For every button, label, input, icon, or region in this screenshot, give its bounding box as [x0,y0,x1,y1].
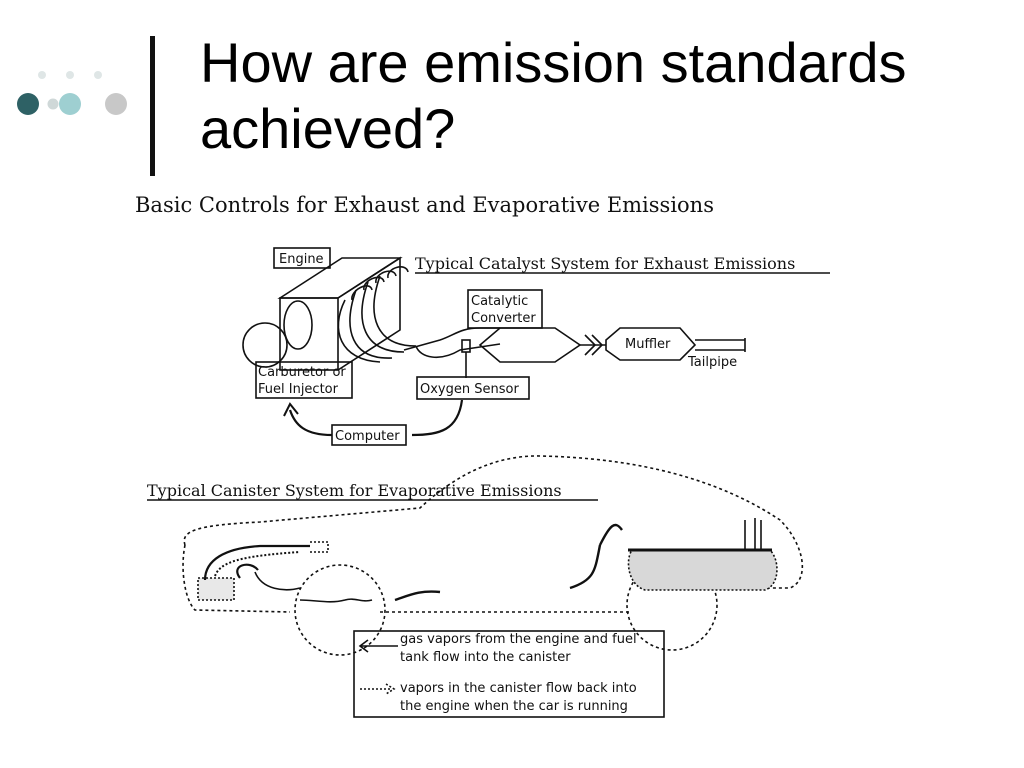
oxygen-sensor-label-box [416,376,530,400]
diagram-subtitle: Basic Controls for Exhaust and Evaporati… [135,193,714,217]
exhaust-heading: Typical Catalyst System for Exhaust Emis… [415,254,795,273]
muffler-part [605,327,697,361]
tailpipe-part [695,338,746,352]
catalytic-label-line1: Catalytic [471,294,528,309]
engine-label: Engine [279,252,324,267]
legend-box [353,630,665,718]
muffler-label: Muffler [625,337,671,352]
oxygen-sensor-label: Oxygen Sensor [420,382,519,397]
faint-dot-2 [66,71,74,79]
dot-mid [59,93,81,115]
engine-block [242,256,501,371]
fuel-tank [627,549,778,591]
carburetor-label-line2: Fuel Injector [258,382,339,397]
legend-dotted-arrow [360,683,396,695]
dot-dark [17,93,39,115]
legend-text-line4: the engine when the car is running [400,699,628,714]
legend-text-line2: tank flow into the canister [400,650,571,665]
faint-dot-1 [38,71,46,79]
engine-label-box [273,247,331,269]
catalytic-label-box [467,289,543,329]
catalytic-converter-part [478,327,582,363]
charcoal-canister [197,577,235,601]
front-wheel [294,564,386,656]
faint-dot-3 [94,71,102,79]
oxygen-sensor-part [461,339,471,378]
computer-label: Computer [335,429,400,444]
car-body-outline [183,455,804,589]
slide-title: How are emission standards achieved? [200,31,907,160]
legend-text-line1: gas vapors from the engine and fuel [400,632,637,647]
small-dot-2 [47,98,59,110]
title-divider-bar [150,36,155,176]
bullet-dots-decoration [17,71,127,115]
legend-solid-arrow [358,639,398,653]
carburetor-label-box [255,361,353,399]
catalytic-label-line2: Converter [471,311,536,326]
carburetor-label-line1: Carburetor or [258,365,346,380]
evap-heading: Typical Canister System for Evaporative … [147,481,562,500]
tailpipe-label: Tailpipe [687,355,737,370]
legend-text-line3: vapors in the canister flow back into [400,681,637,696]
dot-light [105,93,127,115]
